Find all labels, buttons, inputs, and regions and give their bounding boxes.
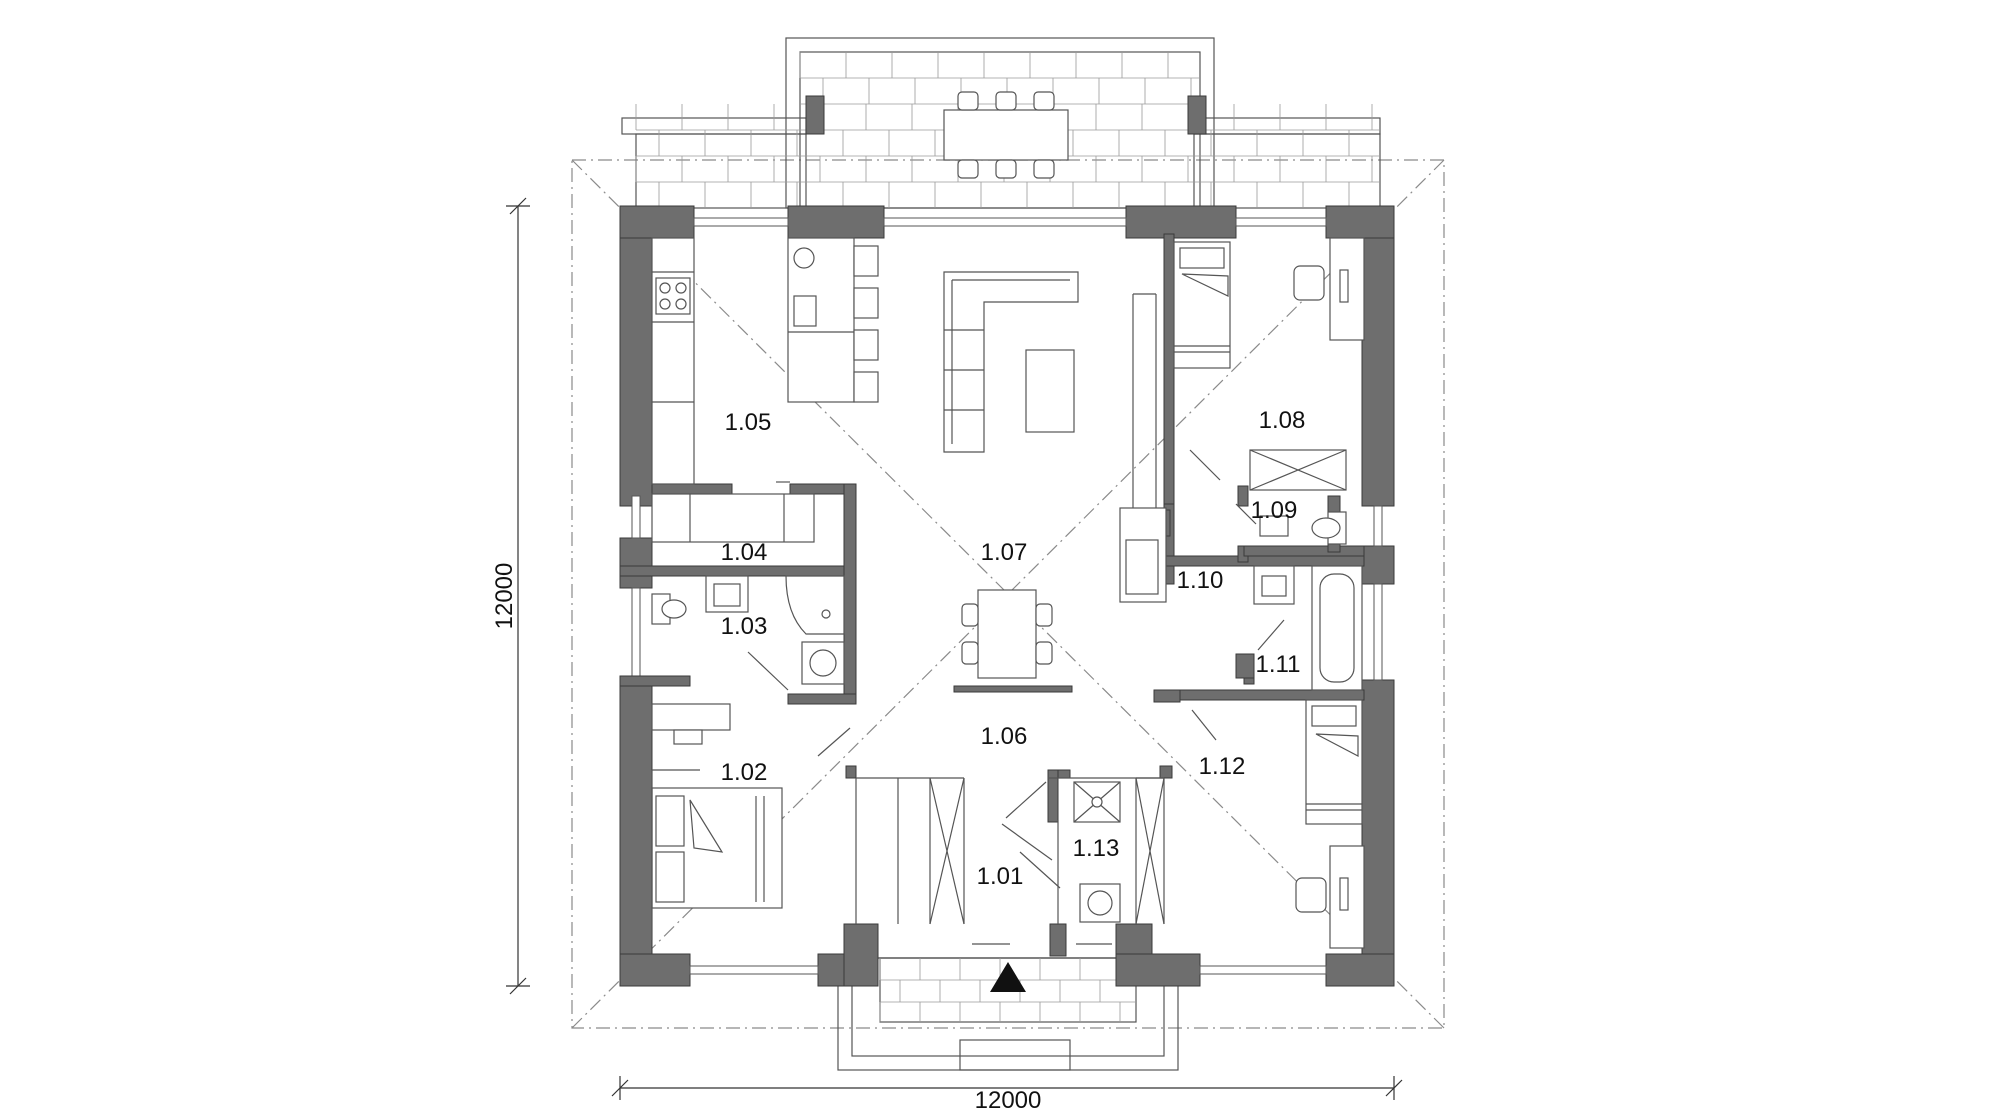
- room-label-1-05: 1.05: [725, 409, 772, 436]
- room-label-1-11: 1.11: [1256, 651, 1301, 678]
- windows: [631, 217, 1383, 975]
- dimension-height-label: 12000: [491, 563, 518, 630]
- sink-1-11: [1253, 565, 1295, 605]
- room-label-1-06: 1.06: [981, 723, 1028, 750]
- toilet-1-03: [651, 593, 687, 625]
- room-label-1-09: 1.09: [1251, 497, 1298, 524]
- exterior-walls: [619, 205, 1395, 987]
- dimension-height: [506, 197, 530, 995]
- room-label-1-01: 1.01: [977, 863, 1024, 890]
- wardrobe-1-08: [1249, 449, 1347, 491]
- kitchen-furniture: [651, 237, 879, 485]
- rear-terrace: [621, 37, 1381, 209]
- room-label-1-08: 1.08: [1259, 407, 1306, 434]
- bed-1-12: [1305, 699, 1363, 825]
- sofa: [943, 271, 1079, 453]
- desk-1-12: [1295, 845, 1365, 949]
- storage-1-04: [651, 493, 815, 543]
- utility-unit: [1119, 507, 1167, 603]
- shower-1-03: [785, 575, 845, 635]
- washer-1-03: [801, 641, 845, 685]
- room-label-1-03: 1.03: [721, 613, 768, 640]
- room-label-1-04: 1.04: [721, 539, 768, 566]
- entrance-triangle-icon: [990, 962, 1026, 992]
- terrace-chairs: [957, 91, 1055, 179]
- bed-1-02: [651, 787, 783, 909]
- bed-1-08: [1173, 241, 1231, 369]
- room-label-1-02: 1.02: [721, 759, 768, 786]
- dimension-width-label: 12000: [975, 1087, 1042, 1114]
- room-labels: 1.05 1.08 1.09 1.04 1.07 1.10 1.03 1.11 …: [721, 407, 1306, 890]
- front-porch: [837, 957, 1179, 1071]
- sink-icon: [793, 247, 817, 327]
- toilet-1-09: [1311, 511, 1347, 545]
- washer-1-13: [1079, 883, 1121, 923]
- desk-1-02: [651, 703, 731, 745]
- bathtub: [1311, 565, 1363, 691]
- room-label-1-10: 1.10: [1177, 567, 1224, 594]
- room-label-1-07: 1.07: [981, 539, 1028, 566]
- bar-stools: [853, 245, 879, 403]
- room-label-1-12: 1.12: [1199, 753, 1246, 780]
- sink-1-03: [705, 575, 749, 613]
- dimension-width: [611, 1076, 1403, 1100]
- room-label-1-13: 1.13: [1073, 835, 1120, 862]
- doors: [747, 449, 1285, 945]
- partitions: [855, 293, 1165, 925]
- stove-icon: [655, 277, 691, 315]
- desk-1-08: [1293, 237, 1365, 341]
- shower-1-13: [1073, 781, 1121, 823]
- dining-table: [961, 589, 1053, 679]
